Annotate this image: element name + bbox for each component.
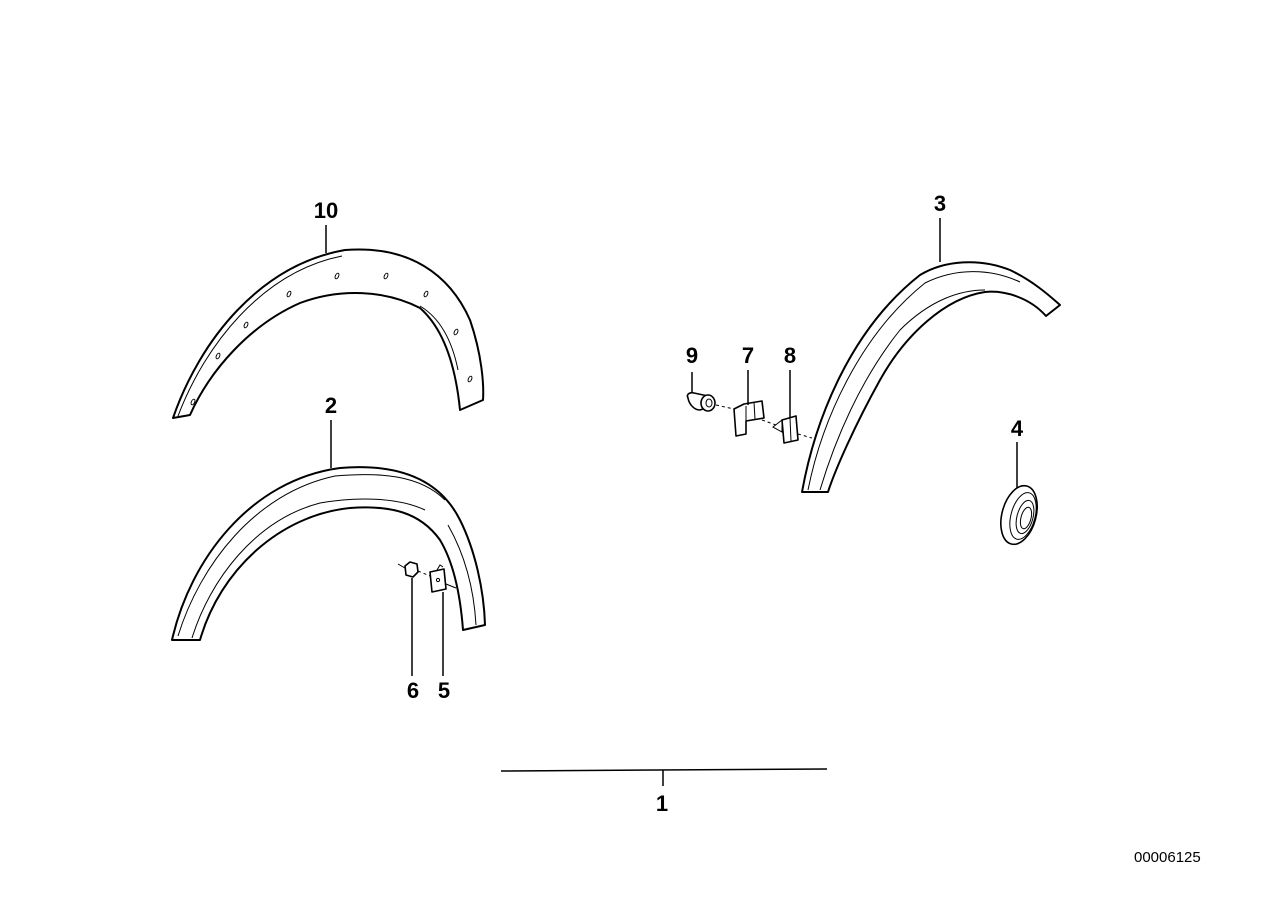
callout-3: 3	[933, 191, 947, 216]
callout-2: 2	[324, 393, 338, 418]
part-10-arch-panel[interactable]	[172, 225, 485, 419]
part-1-set-bracket[interactable]	[500, 768, 828, 786]
part-3-arch-trim[interactable]	[801, 218, 1061, 493]
mounting-holes	[190, 272, 473, 406]
part-9-bushing[interactable]	[686, 372, 735, 412]
callout-5: 5	[437, 678, 451, 703]
callout-8: 8	[783, 343, 797, 368]
part-7-clip[interactable]	[733, 370, 777, 437]
part-2-arch-trim[interactable]	[171, 420, 486, 641]
part-6-nut[interactable]	[397, 561, 431, 676]
part-4-grommet[interactable]	[995, 442, 1043, 548]
callout-9: 9	[685, 343, 699, 368]
part-5-clip-nut[interactable]	[429, 564, 457, 676]
callout-4: 4	[1010, 416, 1024, 441]
callout-10: 10	[313, 198, 339, 223]
callout-1: 1	[655, 791, 669, 816]
diagram-reference-number: 00006125	[1134, 849, 1201, 866]
callout-6: 6	[406, 678, 420, 703]
part-8-clip[interactable]	[772, 370, 813, 444]
callout-7: 7	[741, 343, 755, 368]
